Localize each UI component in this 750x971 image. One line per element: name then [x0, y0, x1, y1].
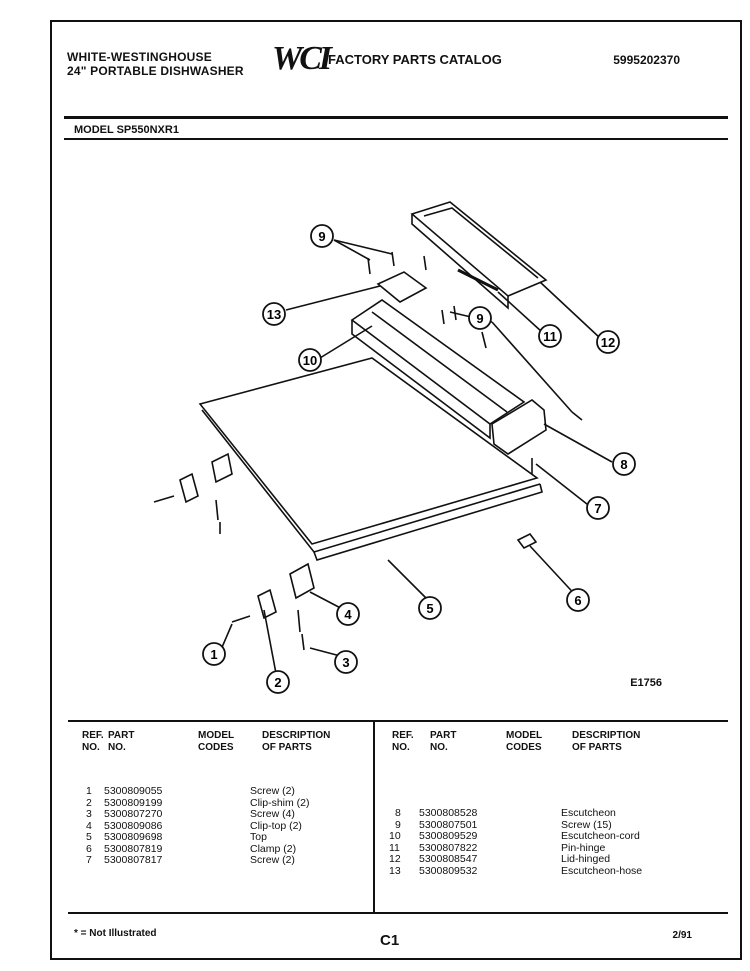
wci-logo: WCI [272, 40, 332, 77]
page-code: C1 [380, 932, 400, 949]
callout-2: 2 [274, 675, 281, 690]
callout-11: 11 [543, 329, 557, 344]
model-rule [64, 138, 728, 140]
callout-4: 4 [344, 607, 352, 622]
lid-hinged-shape [410, 201, 548, 297]
top-panel-shape [198, 357, 539, 545]
clip-shim-front [257, 588, 277, 620]
diagram-code: E1756 [630, 677, 662, 689]
callout-5: 5 [426, 601, 433, 616]
brand-name: WHITE-WESTINGHOUSE [67, 50, 212, 64]
callout-7: 7 [594, 501, 601, 516]
header-ref-left: REF.NO. [82, 730, 104, 753]
callout-8: 8 [620, 457, 627, 472]
header-brand-block: WHITE-WESTINGHOUSE 24" PORTABLE DISHWASH… [67, 50, 244, 78]
escutcheon-hose-shape [376, 271, 428, 303]
not-illustrated-note: * = Not Illustrated [74, 928, 157, 939]
callout-10: 10 [303, 353, 317, 368]
clamp-shape [516, 532, 538, 550]
catalog-page: WHITE-WESTINGHOUSE 24" PORTABLE DISHWASH… [50, 20, 742, 960]
product-name: 24" PORTABLE DISHWASHER [67, 64, 244, 78]
callouts: 9 13 10 9 11 12 8 7 6 5 4 3 2 1 [202, 224, 636, 694]
screw-shape [153, 495, 175, 503]
escutcheon-shape [491, 399, 547, 455]
catalog-title: FACTORY PARTS CATALOG [328, 52, 502, 67]
escutcheon-cord-shape [350, 299, 526, 425]
callout-9b: 9 [476, 311, 483, 326]
callout-6: 6 [574, 593, 581, 608]
pin-hinge-shape [457, 268, 499, 292]
callout-1: 1 [210, 647, 217, 662]
clip-top-front [289, 562, 315, 600]
exploded-parts-diagram: 9 13 10 9 11 12 8 7 6 5 4 3 2 1 [153, 201, 636, 694]
catalog-number: 5995202370 [613, 53, 680, 67]
callout-13: 13 [267, 307, 281, 322]
model-label: MODEL SP550NXR1 [74, 124, 179, 136]
table-divider [373, 722, 375, 912]
callout-9a: 9 [318, 229, 325, 244]
header-ref-right: REF.NO. [392, 730, 414, 753]
header-rule [64, 116, 728, 119]
clip-shim-left [179, 472, 199, 504]
clip-top-left [211, 452, 233, 484]
callout-3: 3 [342, 655, 349, 670]
callout-12: 12 [601, 335, 615, 350]
catalog-date: 2/91 [672, 930, 692, 941]
